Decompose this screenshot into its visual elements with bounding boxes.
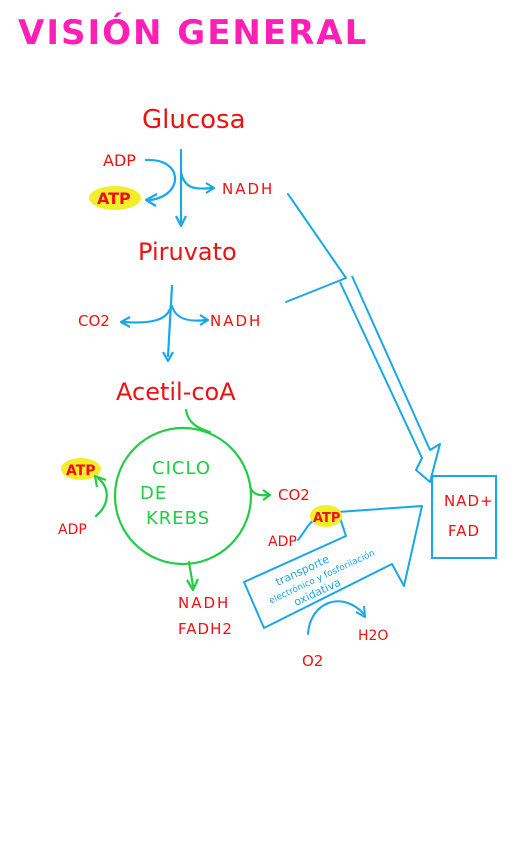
co2-branch-arrow <box>122 304 173 324</box>
etc-atp-highlight <box>310 505 342 527</box>
fad-label: FAD <box>448 522 480 540</box>
etc-atp-label: ATP <box>313 511 340 526</box>
etc-adp-to-atp-arrow <box>297 519 315 541</box>
pyruvate-nadh-label: NADH <box>210 312 262 330</box>
nadh-funnel-upper-line <box>287 193 347 279</box>
krebs-output-arrowhead <box>186 578 200 592</box>
krebs-adp-label: ADP <box>58 522 87 538</box>
nadh-branch-arrowhead <box>199 314 210 326</box>
glycolysis-nadh-arrowhead <box>205 182 216 194</box>
acetyl-coa-entry-line <box>184 408 212 434</box>
nadh-funnel-lower-line <box>285 277 347 303</box>
glycolysis-nadh-arrow <box>179 170 214 190</box>
glycolysis-atp-highlight <box>89 186 141 210</box>
krebs-cycle-line2: DE <box>140 483 167 504</box>
krebs-atp-label: ATP <box>66 463 96 479</box>
krebs-atp-highlight <box>61 458 101 480</box>
krebs-cycle-line3: KREBS <box>146 508 210 529</box>
krebs-cycle-line1: CICLO <box>152 458 211 479</box>
electron-transport-arrow <box>243 505 423 629</box>
acetyl-coa-label: Acetil-coA <box>116 378 236 406</box>
krebs-co2-arrowhead <box>262 489 272 501</box>
nadh-funnel-double-arrow <box>339 275 441 483</box>
krebs-fadh2-label: FADH2 <box>178 620 233 638</box>
krebs-nadh-label: NADH <box>178 594 230 612</box>
adp-to-atp-arrowhead <box>144 193 158 207</box>
krebs-co2-label: CO2 <box>278 486 310 504</box>
pyruvate-to-acetylcoa-arrow <box>166 284 174 358</box>
etc-adp-label: ADP <box>268 534 297 550</box>
nadh-branch-arrow <box>170 304 208 322</box>
pyruvate-co2-label: CO2 <box>78 312 110 330</box>
glucose-to-pyruvate-arrowhead <box>175 215 187 228</box>
krebs-adp-to-atp-arrowhead <box>93 474 107 488</box>
co2-branch-arrowhead <box>119 316 131 328</box>
krebs-co2-arrow <box>248 484 270 497</box>
glycolysis-adp-label: ADP <box>103 151 136 170</box>
adp-to-atp-arrow <box>144 158 177 202</box>
krebs-output-arrow <box>187 560 195 588</box>
krebs-cycle-circle <box>113 426 253 566</box>
h2o-label: H2O <box>358 628 388 644</box>
pyruvate-label: Piruvato <box>138 238 237 266</box>
pyruvate-to-acetylcoa-arrowhead <box>162 351 174 363</box>
krebs-adp-to-atp-arrow <box>94 476 108 518</box>
glycolysis-atp-label: ATP <box>97 189 131 208</box>
glucose-label: Glucosa <box>142 105 246 135</box>
glycolysis-nadh-label: NADH <box>222 180 274 198</box>
nad-plus-label: NAD+ <box>444 492 494 510</box>
o2-to-h2o-arrow <box>307 600 365 635</box>
nad-fad-box <box>431 475 497 559</box>
o2-label: O2 <box>302 652 323 670</box>
o2-to-h2o-arrowhead <box>355 605 366 618</box>
page-title: VISIÓN GENERAL <box>18 12 368 53</box>
